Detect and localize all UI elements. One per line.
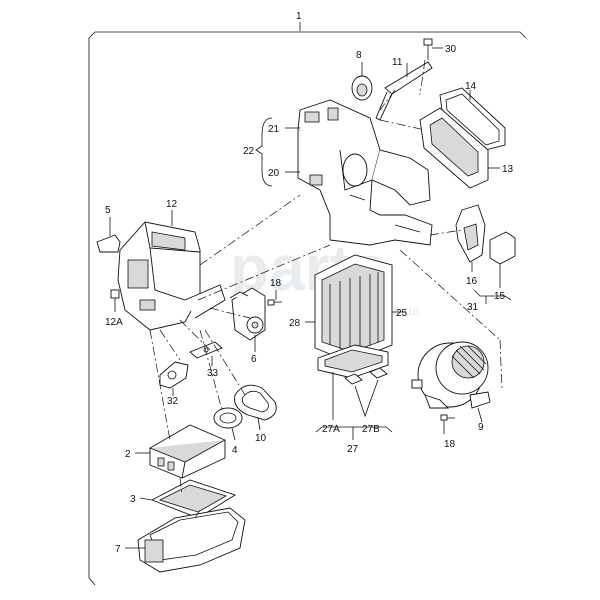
label-20: 20 [268,168,280,179]
part-6-servo-motor [229,287,266,352]
bracket-22 [255,117,273,187]
label-22: 22 [243,146,255,157]
part-5-clip [96,217,121,253]
label-27: 27 [347,444,359,455]
label-16: 16 [466,276,478,287]
label-31: 31 [467,302,479,313]
part-28-25-dust-filter [305,254,406,363]
label-18-lower: 18 [444,439,456,450]
label-12A: 12A [105,317,123,328]
label-10: 10 [255,433,267,444]
label-13: 13 [502,164,514,175]
part-11-bracket [375,61,433,121]
part-30-bolt [423,38,443,60]
label-3: 3 [130,494,136,505]
label-2: 2 [125,449,131,460]
label-27B: 27B [362,424,380,435]
part-18-screw-upper [267,290,282,306]
label-18-upper: 18 [270,278,282,289]
label-11: 11 [392,57,403,68]
part-8-cap [351,62,373,101]
part-27-filter-set [317,344,389,420]
part-21-20-heater-housing [297,99,433,246]
assembly-bracket [88,22,527,586]
label-4: 4 [232,445,238,456]
label-5: 5 [105,205,111,216]
label-28: 28 [289,318,301,329]
part-15-connector [489,231,516,288]
part-12-heater-box [117,221,226,331]
label-32: 32 [167,396,179,407]
part-4-seal-ring [213,407,243,441]
part-33-gasket [189,341,223,366]
label-21: 21 [268,124,280,135]
label-6: 6 [251,354,257,365]
label-9: 9 [478,422,484,433]
part-12a-plug [110,289,120,312]
label-7: 7 [115,544,121,555]
part-13-filter-frame [419,107,489,189]
part-32-gasket [159,361,189,396]
part-9-blower-motor [411,341,491,423]
alignment-lines [149,59,503,519]
part-7-lower-housing [125,507,246,573]
bracket-31 [473,289,512,301]
bracket-27 [315,426,393,433]
label-8: 8 [356,50,362,61]
label-33: 33 [207,368,219,379]
label-30: 30 [445,44,457,55]
part-2-heater-core [135,424,226,479]
label-12: 12 [166,199,178,210]
part-3-filter-element [139,479,237,519]
part-10-ring [234,384,277,431]
label-15: 15 [494,291,506,302]
label-1: 1 [296,11,302,22]
part-18-screw-lower [440,414,455,434]
label-25: 25 [396,308,408,319]
part-16-resistor [455,204,486,272]
label-27A: 27A [322,424,340,435]
label-14: 14 [465,81,477,92]
